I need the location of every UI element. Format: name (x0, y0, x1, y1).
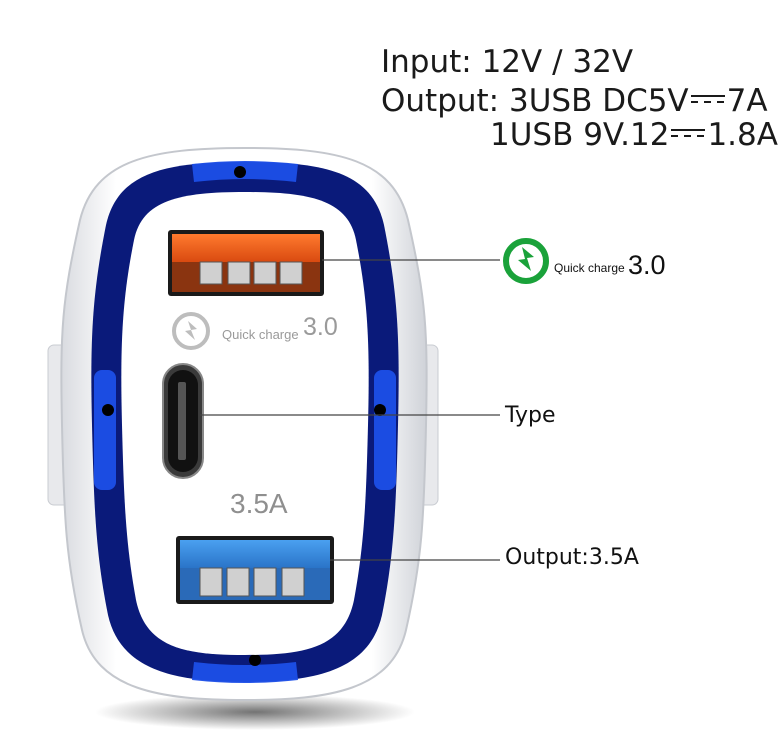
led-dots (102, 166, 386, 666)
quick-charge-version: 3.0 (628, 250, 666, 280)
second-spec-prefix: 1USB 9V.12 (490, 117, 670, 153)
quick-charge-callout: Quick charge 3.0 (500, 235, 666, 292)
output-spec-prefix: Output: 3USB DC5V (381, 83, 689, 119)
output-spec: Output: 3USB DC5V 7A (381, 84, 768, 118)
second-output-spec: 1USB 9V.12 1.8A (490, 118, 778, 152)
quick-charge-text: Quick charge (554, 261, 625, 275)
dc-symbol-icon (689, 93, 727, 105)
drop-shadow (95, 694, 415, 730)
quick-charge-icon (503, 238, 549, 284)
qc-port-version: 3.0 (303, 313, 338, 341)
input-spec: Input: 12V / 32V (381, 44, 634, 80)
qc-usb-port (168, 230, 324, 296)
amp-usb-port (176, 536, 334, 604)
output-spec-value: 7A (726, 83, 768, 119)
second-spec-value: 1.8A (707, 117, 778, 153)
amp-rating-label: 3.5A (230, 488, 288, 519)
car-charger-illustration (47, 146, 500, 730)
output-label: Output:3.5A (505, 545, 639, 570)
quick-charge-icon (172, 312, 210, 350)
dc-symbol-icon (669, 127, 707, 139)
type-label: Type (505, 403, 556, 428)
led-highlights (94, 161, 396, 683)
qc-port-label: Quick charge (222, 327, 299, 342)
type-c-port (162, 363, 204, 479)
